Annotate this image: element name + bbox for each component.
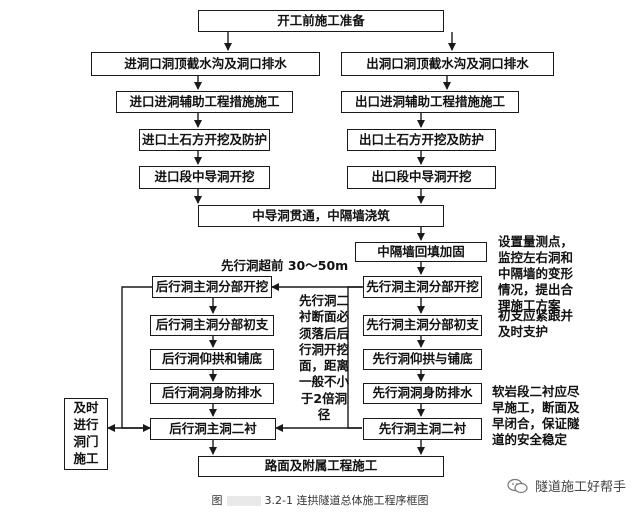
caption-blur <box>226 496 261 506</box>
note-lining-rule: 先行洞二衬断面必须落后后行洞开挖面，距离一般不小于2倍洞径 <box>299 293 350 422</box>
node-prep: 开工前施工准备 <box>198 10 444 32</box>
node-follow-waterproof: 后行洞洞身防排水 <box>150 383 274 404</box>
note-soft-rock: 软岩段二衬应尽早施工，断面及早闭合，保证隧道的安全稳定 <box>492 384 580 447</box>
node-lead-support: 先行洞主洞分部初支 <box>363 315 482 336</box>
node-exit-drain: 出洞口洞顶截水沟及洞口排水 <box>341 52 554 76</box>
node-exit-aux: 出口进洞辅助工程措施施工 <box>341 91 519 113</box>
node-portal: 及时进行洞门施工 <box>64 398 108 470</box>
node-follow-lining: 后行洞主洞二衬 <box>150 418 276 440</box>
note-monitor: 设置量测点，监控左右洞和中隔墙的变形情况，提出合理施工方案 <box>498 234 574 313</box>
node-lead-waterproof: 先行洞洞身防排水 <box>363 383 482 404</box>
node-exit-earth: 出口土石方开挖及防护 <box>347 129 496 151</box>
wechat-icon <box>507 478 528 493</box>
note-support-timely: 初支应紧跟并及时支护 <box>498 308 574 339</box>
node-lead-excav: 先行洞主洞分部开挖 <box>363 276 482 298</box>
node-wall-backfill: 中隔墙回填加固 <box>355 242 487 262</box>
node-entry-pilot: 进口段中导洞开挖 <box>139 166 270 189</box>
node-lead-invert: 先行洞仰拱与铺底 <box>363 349 482 370</box>
node-pilot-through: 中导洞贯通，中隔墙浇筑 <box>198 205 444 227</box>
node-follow-excav: 后行洞主洞分部开挖 <box>152 276 272 298</box>
loop-follow <box>121 286 152 432</box>
node-exit-pilot: 出口段中导洞开挖 <box>347 166 496 189</box>
caption-number: 3.2-1 <box>264 494 293 507</box>
node-follow-invert: 后行洞仰拱和铺底 <box>150 349 274 370</box>
node-entry-aux: 进口进洞辅助工程措施施工 <box>116 91 293 113</box>
watermark-text: 隧道施工好帮手 <box>534 480 626 495</box>
node-lead-lining: 先行洞主洞二衬 <box>363 418 482 440</box>
node-road: 路面及附属工程施工 <box>198 456 444 477</box>
caption-prefix: 图 <box>211 494 223 507</box>
note-lead-ahead: 先行洞超前 30～50m <box>221 258 349 273</box>
node-follow-support: 后行洞主洞分部初支 <box>150 315 274 336</box>
caption-title: 连拱隧道总体施工程序框图 <box>296 494 429 507</box>
figure-caption: 图 3.2-1 连拱隧道总体施工程序框图 <box>0 492 640 508</box>
bracket-lead <box>347 286 363 429</box>
node-entry-earth: 进口土石方开挖及防护 <box>139 129 270 151</box>
node-entry-drain: 进洞口洞顶截水沟及洞口排水 <box>91 52 320 76</box>
watermark: 隧道施工好帮手 <box>507 476 626 495</box>
